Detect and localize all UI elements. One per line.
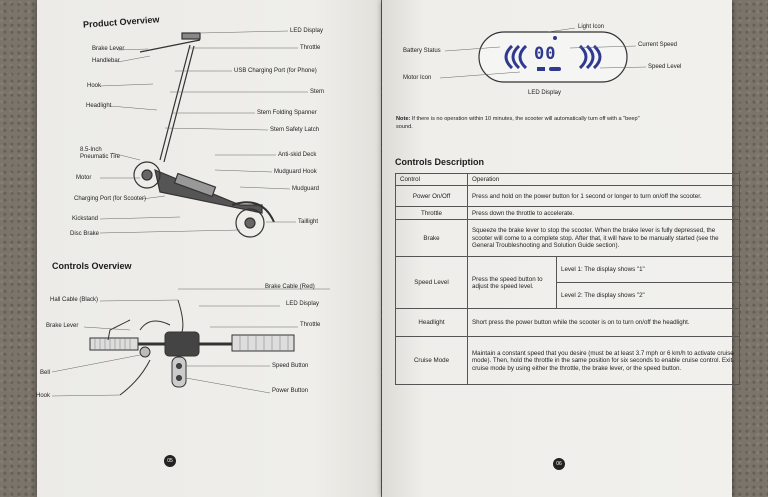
led-digits: 00 — [534, 44, 556, 64]
label-led-display-2: LED Display — [286, 301, 319, 307]
label-current-speed: Current Speed — [638, 42, 677, 48]
table-row: Speed Level Press the speed button to ad… — [396, 257, 740, 283]
control-cell: Brake — [396, 220, 468, 257]
label-usb-charging-port: USB Charging Port (for Phone) — [234, 68, 317, 74]
label-light-icon: Light Icon — [578, 24, 604, 30]
control-cell: Cruise Mode — [396, 337, 468, 385]
table-row: Brake Squeeze the brake lever to stop th… — [396, 220, 740, 257]
label-motor-icon: Motor Icon — [403, 75, 431, 81]
label-hook: Hook — [87, 83, 101, 89]
label-motor: Motor — [76, 175, 91, 181]
operation-cell: Press down the throttle to accelerate. — [468, 207, 740, 220]
controls-overview-title: Controls Overview — [52, 261, 132, 271]
page-number-right: 06 — [553, 458, 565, 470]
table-row: Power On/Off Press and hold on the power… — [396, 186, 740, 207]
label-taillight: Taillight — [298, 219, 318, 225]
operation-cell: Short press the power button while the s… — [468, 309, 740, 337]
label-disc-brake: Disc Brake — [70, 231, 99, 237]
note-line: Note: If there is no operation within 10… — [396, 116, 640, 122]
table-row: Headlight Short press the power button w… — [396, 309, 740, 337]
operation-cell: Press the speed button to adjust the spe… — [468, 257, 557, 309]
table-row: Cruise Mode Maintain a constant speed th… — [396, 337, 740, 385]
label-throttle: Throttle — [300, 45, 320, 51]
label-stem-safety-latch: Stem Safety Latch — [270, 127, 319, 133]
label-mudguard: Mudguard — [292, 186, 319, 192]
label-charging-port-scooter: Charging Port (for Scooter) — [74, 196, 146, 202]
control-cell: Headlight — [396, 309, 468, 337]
label-throttle-2: Throttle — [300, 322, 320, 328]
header-operation: Operation — [468, 174, 740, 186]
control-cell: Power On/Off — [396, 186, 468, 207]
label-hook-2: Hook — [36, 393, 50, 399]
header-control: Control — [396, 174, 468, 186]
label-power-button: Power Button — [272, 388, 308, 394]
controls-description-table: Control Operation Power On/Off Press and… — [395, 173, 740, 385]
control-cell: Speed Level — [396, 257, 468, 309]
handlebar-illustration — [90, 300, 294, 395]
page-number-left: 05 — [164, 455, 176, 467]
label-mudguard-hook: Mudguard Hook — [274, 169, 317, 175]
label-bell: Bell — [40, 370, 50, 376]
note-text-2: sound. — [396, 124, 413, 130]
label-kickstand: Kickstand — [72, 216, 98, 222]
label-anti-skid-deck: Anti-skid Deck — [278, 152, 316, 158]
led-display-caption: LED Display — [528, 90, 561, 96]
operation-cell: Squeeze the brake lever to stop the scoo… — [468, 220, 740, 257]
label-pneumatic-tire: 8.5-Inch Pneumatic Tire — [80, 147, 130, 160]
controls-description-title: Controls Description — [395, 157, 484, 167]
label-brake-lever: Brake Lever — [92, 46, 124, 52]
label-hall-cable: Hall Cable (Black) — [50, 297, 98, 303]
label-headlight: Headlight — [86, 103, 111, 109]
label-speed-button: Speed Button — [272, 363, 308, 369]
label-brake-cable: Brake Cable (Red) — [265, 284, 315, 290]
speed-level-1-cell: Level 1: The display shows "1" — [557, 257, 740, 283]
operation-cell: Maintain a constant speed that you desir… — [468, 337, 740, 385]
note-label: Note: — [396, 116, 410, 122]
control-cell: Throttle — [396, 207, 468, 220]
label-speed-level: Speed Level — [648, 64, 681, 70]
speed-level-2-cell: Level 2: The display shows "2" — [557, 283, 740, 309]
note-text: If there is no operation within 10 minut… — [412, 116, 640, 122]
label-led-display: LED Display — [290, 28, 323, 34]
table-header-row: Control Operation — [396, 174, 740, 186]
label-brake-lever-2: Brake Lever — [46, 323, 78, 329]
table-row: Throttle Press down the throttle to acce… — [396, 207, 740, 220]
operation-cell: Press and hold on the power button for 1… — [468, 186, 740, 207]
label-stem-folding-spanner: Stem Folding Spanner — [257, 110, 317, 116]
label-handlebar: Handlebar — [92, 58, 120, 64]
label-stem: Stem — [310, 89, 324, 95]
label-battery-status: Battery Status — [403, 48, 441, 54]
scooter-illustration — [134, 33, 274, 237]
